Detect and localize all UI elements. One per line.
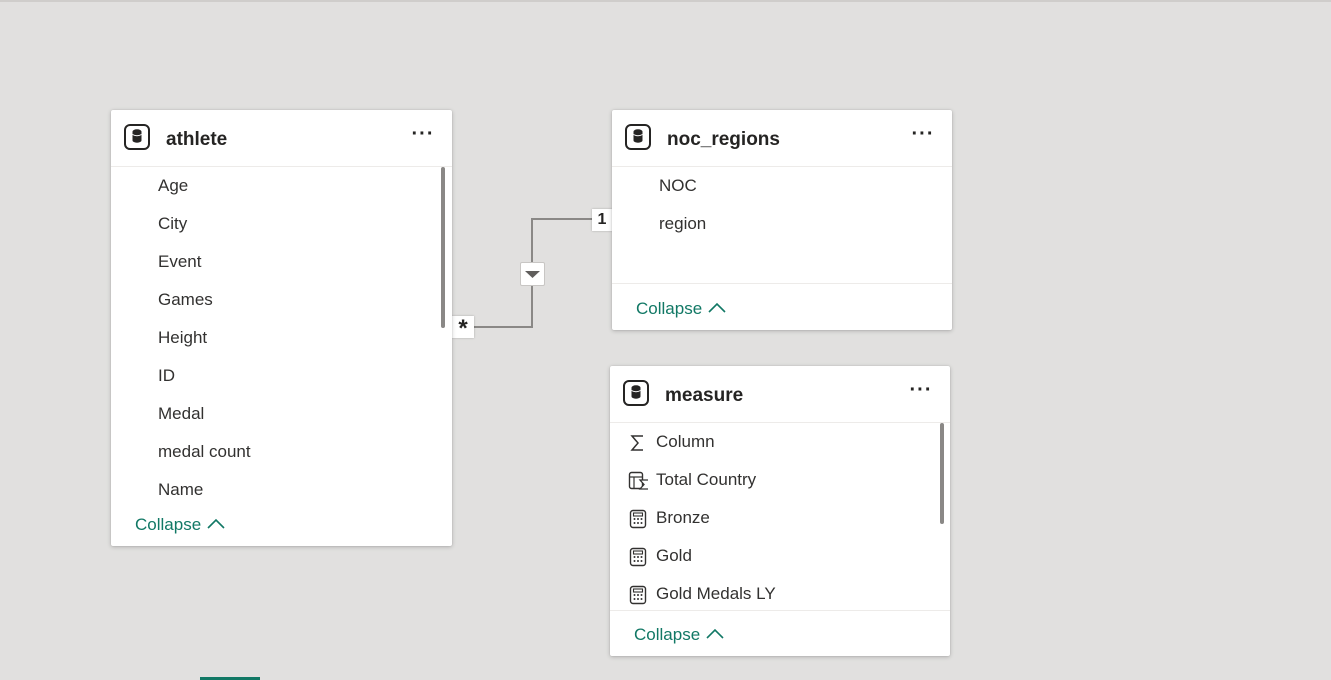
scrollbar[interactable] xyxy=(940,423,944,524)
active-page-tab-indicator[interactable] xyxy=(200,677,260,680)
calculator-icon xyxy=(628,585,648,605)
table-card-noc-regions[interactable]: noc_regions ··· NOC region Collapse xyxy=(612,110,952,330)
table-header[interactable]: noc_regions ··· xyxy=(612,110,952,167)
field-item[interactable]: Height xyxy=(158,328,208,347)
field-item[interactable]: Column xyxy=(610,423,950,461)
field-item[interactable]: ID xyxy=(158,366,175,385)
field-item[interactable]: Gold Medals LY xyxy=(610,575,950,610)
table-card-athlete[interactable]: athlete ··· Age City Event Games Height … xyxy=(111,110,452,546)
chevron-up-icon xyxy=(708,298,726,318)
table-title: athlete xyxy=(166,129,228,150)
chevron-up-icon xyxy=(207,514,225,534)
table-title: noc_regions xyxy=(667,129,780,150)
calculator-icon xyxy=(628,509,648,529)
collapse-button[interactable]: Collapse xyxy=(634,624,724,645)
calculator-icon xyxy=(628,547,648,567)
database-icon xyxy=(625,124,651,150)
table-title: measure xyxy=(665,385,744,406)
chevron-up-icon xyxy=(706,624,724,644)
field-item[interactable]: NOC xyxy=(659,176,697,195)
field-item[interactable]: Event xyxy=(158,252,202,271)
database-icon xyxy=(623,380,649,406)
table-card-measure[interactable]: measure ··· Column Total Country Bronze xyxy=(610,366,950,656)
field-list: NOC region xyxy=(612,167,952,284)
field-list: Column Total Country Bronze Gold Gold Me… xyxy=(610,423,950,611)
more-options-button[interactable]: ··· xyxy=(411,123,435,145)
table-header[interactable]: measure ··· xyxy=(610,366,950,423)
table-header[interactable]: athlete ··· xyxy=(111,110,452,167)
field-item[interactable]: region xyxy=(659,214,707,233)
relationship-many-marker: * xyxy=(452,316,474,342)
database-icon xyxy=(124,124,150,150)
more-options-button[interactable]: ··· xyxy=(909,379,933,401)
cross-filter-direction-icon[interactable] xyxy=(520,262,545,286)
sigma-icon xyxy=(628,433,648,453)
collapse-button[interactable]: Collapse xyxy=(636,298,726,319)
field-item[interactable]: City xyxy=(158,214,188,233)
field-item[interactable]: Gold xyxy=(610,537,950,575)
more-options-button[interactable]: ··· xyxy=(911,123,935,145)
field-list: Age City Event Games Height ID Medal med… xyxy=(111,167,452,566)
calculated-table-icon xyxy=(628,471,648,491)
collapse-button[interactable]: Collapse xyxy=(135,514,225,535)
field-item[interactable]: Name xyxy=(158,480,204,499)
field-item[interactable]: Total Country xyxy=(610,461,950,499)
field-item[interactable]: Age xyxy=(158,176,189,195)
canvas-top-border xyxy=(0,0,1331,2)
field-item[interactable]: medal count xyxy=(158,442,251,461)
field-item[interactable]: Games xyxy=(158,290,213,309)
scrollbar[interactable] xyxy=(441,167,445,328)
field-item[interactable]: Medal xyxy=(158,404,205,423)
relationship-one-marker: 1 xyxy=(592,209,612,231)
field-item[interactable]: Bronze xyxy=(610,499,950,537)
